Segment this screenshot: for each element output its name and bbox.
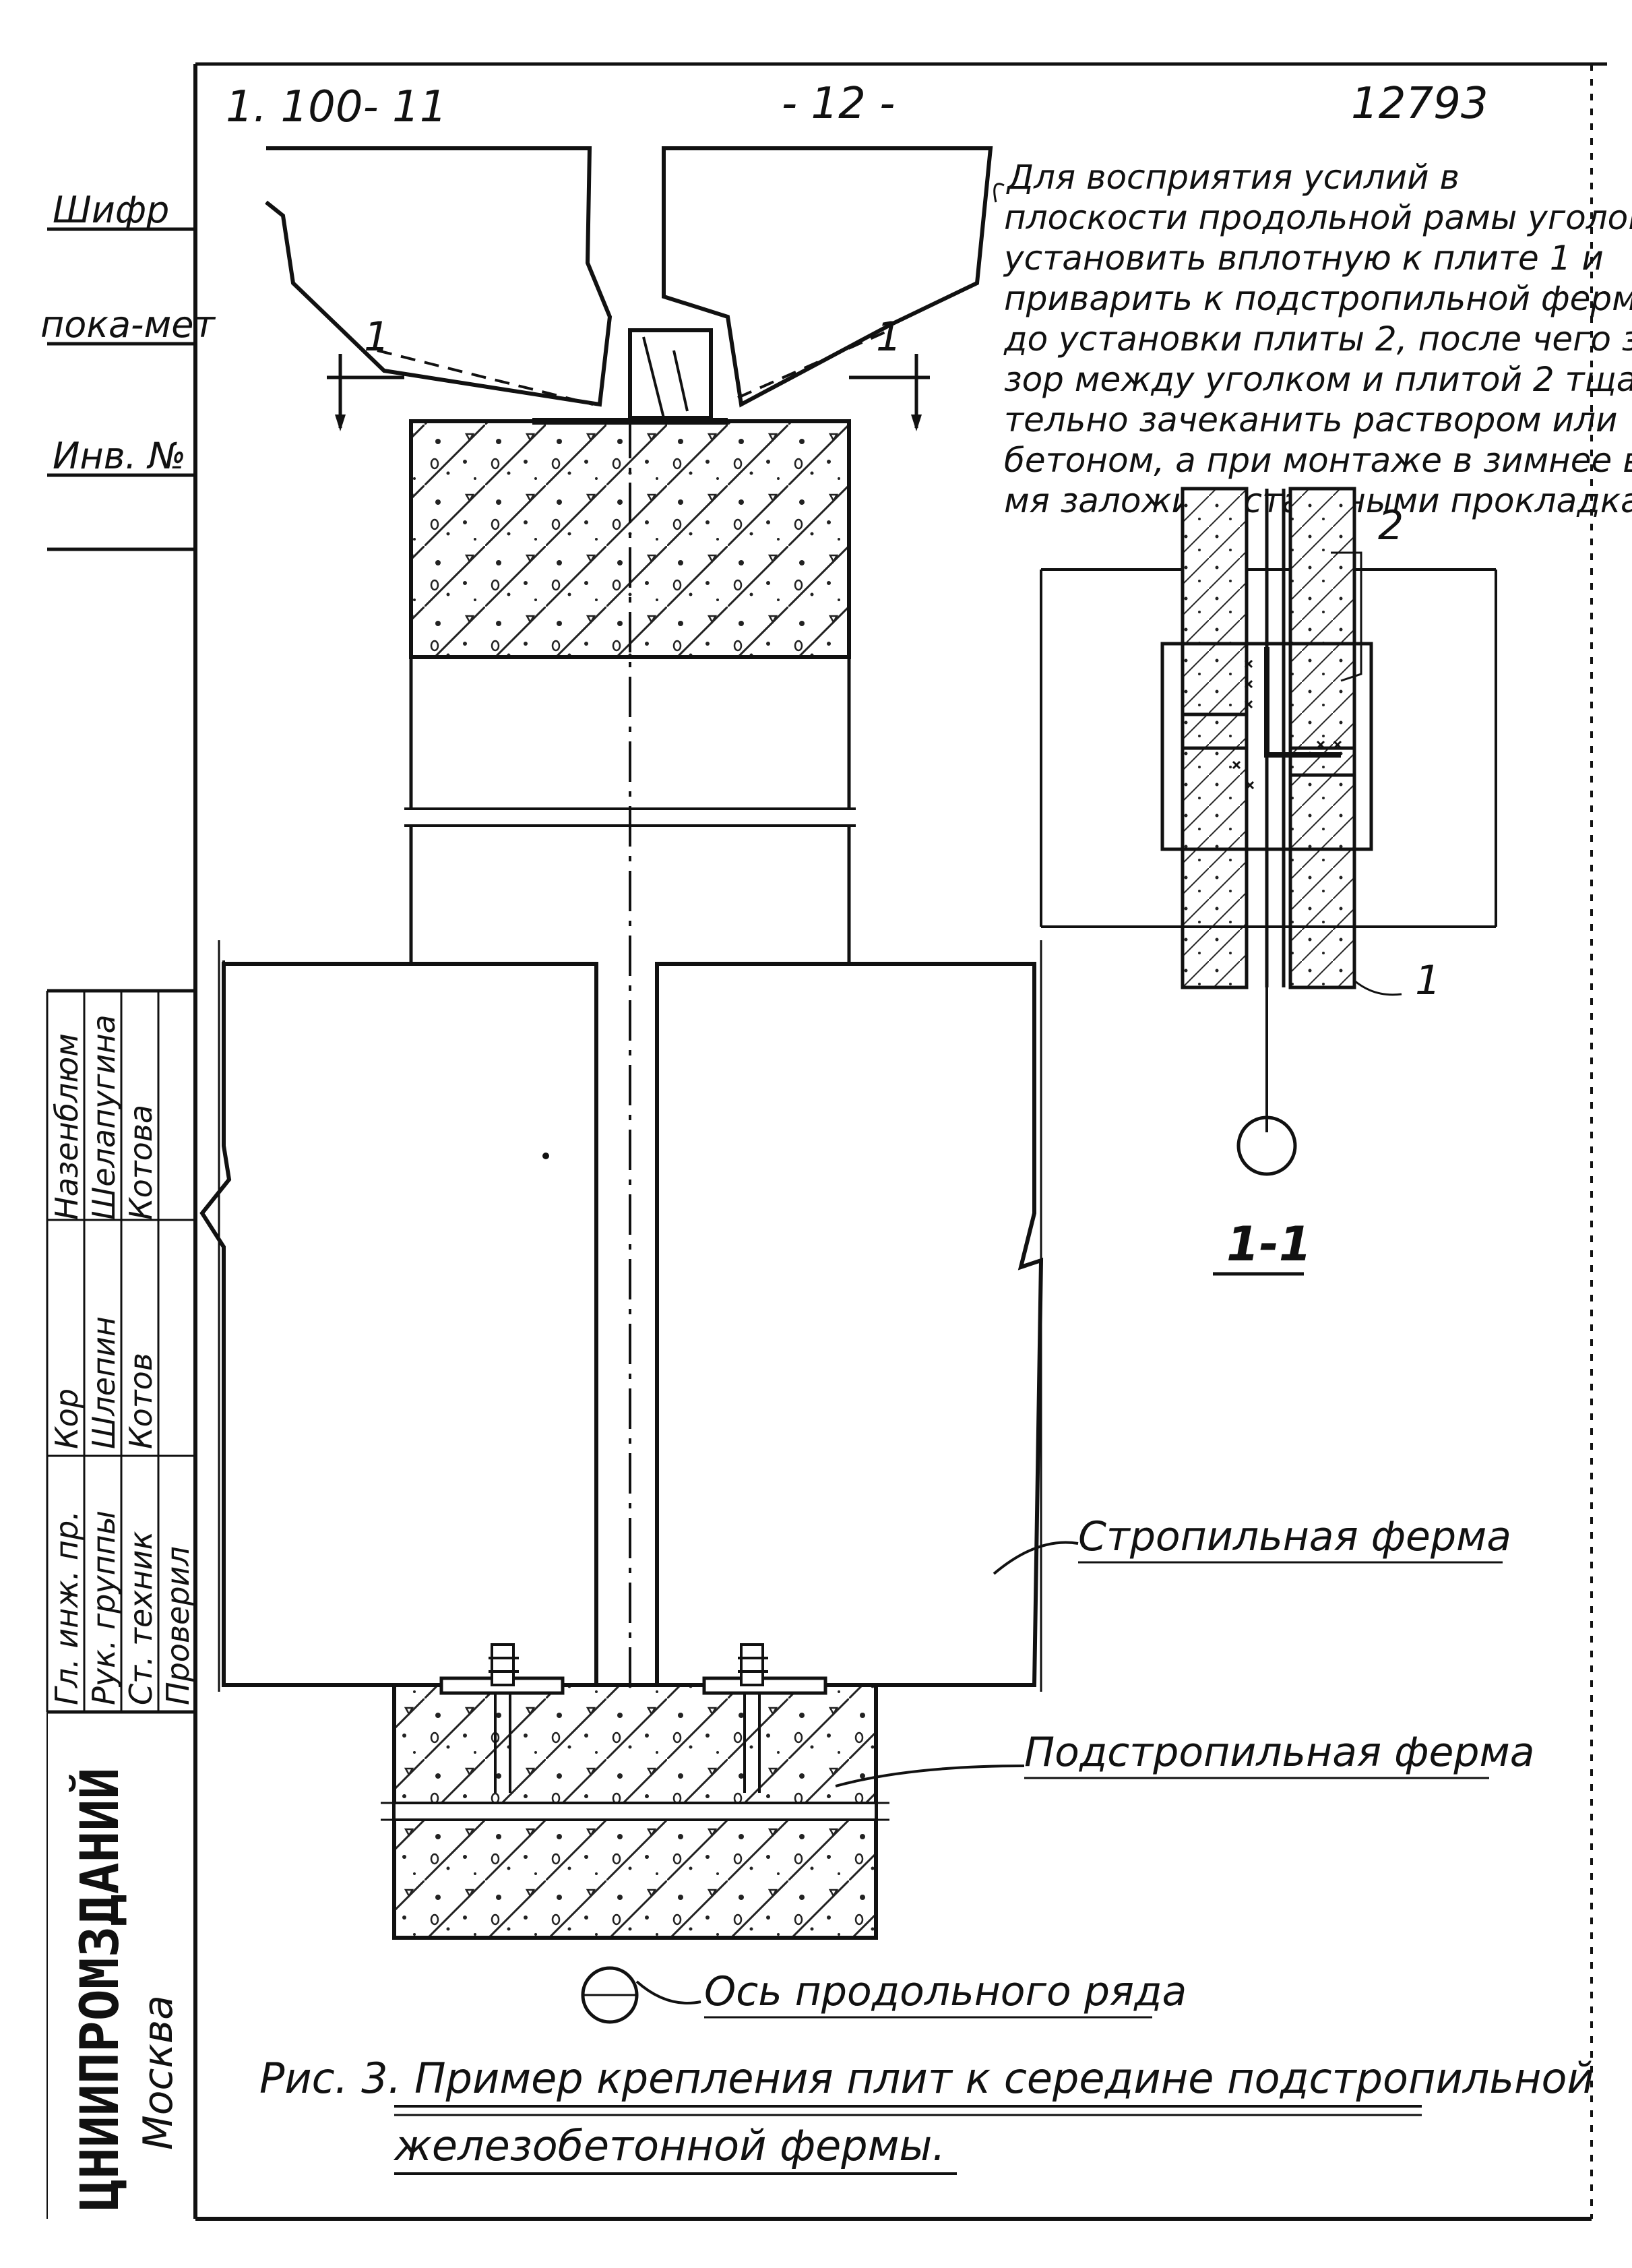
- rafter-truss-label: Стропильная ферма: [1078, 1513, 1511, 1560]
- name-chief-engineer: Назенблюм: [49, 1033, 85, 1220]
- note-line-2: плоскости продольной рамы уголок: [1004, 198, 1632, 237]
- figure-caption: Рис. 3. Пример крепления плит к середине…: [259, 2054, 1594, 2175]
- sheet-header: 1. 100- 11 - 12 - 12793: [226, 79, 1488, 132]
- stamp-inventory: Инв. №: [53, 435, 186, 477]
- label-axis: Ось продольного ряда: [635, 1968, 1187, 2019]
- label-rafter-truss: Стропильная ферма: [993, 1513, 1511, 1575]
- section-axis-bubble: [1236, 1115, 1297, 1176]
- drawing-code: 1. 100- 11: [226, 82, 447, 132]
- signature-senior-technician: Котов: [123, 1353, 159, 1449]
- organization-city: Москва: [135, 1995, 182, 2150]
- note-line-6: зор между уголком и плитой 2 тща-: [1004, 360, 1632, 399]
- sheet-frame: [193, 62, 1607, 2221]
- section-mark-left: 1: [364, 313, 389, 361]
- section-title: 1-1: [1226, 1217, 1311, 1272]
- rafter-top-left: [265, 146, 613, 407]
- rafter-truss-left: [199, 960, 598, 1687]
- name-group-lead: Шелапугина: [86, 1014, 122, 1220]
- signature-group-lead: Шлепин: [86, 1316, 122, 1449]
- anchor-bolt-left: [489, 1643, 519, 1793]
- callout-plate-1: 1: [1415, 957, 1441, 1004]
- side-stamp: Шифр пока-мет Инв. №: [40, 189, 216, 551]
- section-1-1-detail: 2 1 1-1: [1040, 487, 1497, 1276]
- note-line-5: до установки плиты 2, после чего за-: [1003, 319, 1632, 359]
- title-block: Гл. инж. пр. Кор Назенблюм Рук. группы Ш…: [46, 989, 196, 2219]
- page-number: - 12 -: [782, 79, 895, 129]
- label-sub-truss: Подстропильная ферма: [835, 1729, 1534, 1787]
- caption-line-1: Рис. 3. Пример крепления плит к середине…: [259, 2054, 1594, 2103]
- name-senior-technician: Котова: [123, 1105, 159, 1220]
- note-line-1: Для восприятия усилий в: [1006, 158, 1460, 197]
- role-group-lead: Рук. группы: [86, 1510, 122, 1705]
- installation-note: Для восприятия усилий в плоскости продол…: [993, 158, 1632, 520]
- signature-chief-engineer: Кор: [49, 1388, 85, 1449]
- note-line-8: бетоном, а при монтаже в зимнее вре-: [1004, 441, 1632, 480]
- anchor-bolt-right: [738, 1643, 768, 1793]
- role-chief-engineer: Гл. инж. пр.: [49, 1510, 85, 1705]
- sub-truss-block: [381, 1643, 889, 1940]
- role-checker: Проверил: [160, 1546, 196, 1705]
- rafter-top-right: [662, 146, 993, 408]
- section-cut-marks: 1 1: [327, 313, 930, 431]
- note-line-3: установить вплотную к плите 1 и: [1003, 239, 1604, 278]
- note-line-7: тельно зачеканить раствором или: [1004, 400, 1617, 439]
- callout-plate-2: 2: [1378, 502, 1404, 549]
- axis-label: Ось продольного ряда: [704, 1968, 1187, 2015]
- role-senior-technician: Ст. техник: [123, 1531, 159, 1705]
- note-line-4: приварить к подстропильной ферме: [1004, 279, 1632, 318]
- angle-bracket: [628, 328, 713, 420]
- section-mark-right: 1: [876, 313, 902, 361]
- organization-name: ЦНИИПРОМЗДАНИЙ: [69, 1768, 131, 2211]
- caption-line-2: железобетонной фермы.: [393, 2121, 945, 2170]
- stamp-cipher: Шифр: [53, 189, 169, 231]
- archive-number: 12793: [1351, 79, 1488, 129]
- stamp-doc: пока-мет: [40, 303, 216, 346]
- sub-truss-label: Подстропильная ферма: [1024, 1729, 1534, 1776]
- rafter-truss-right: [655, 962, 1044, 1687]
